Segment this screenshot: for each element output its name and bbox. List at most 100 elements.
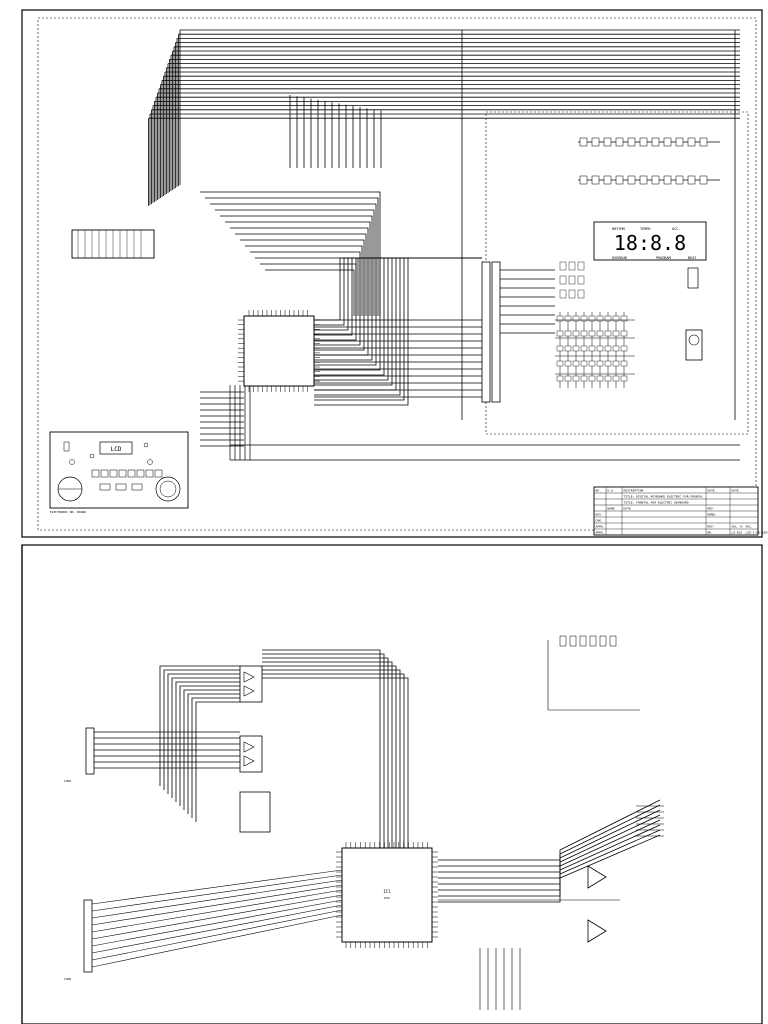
wire (262, 677, 409, 848)
resistor (589, 635, 597, 647)
wire (255, 257, 359, 316)
title-cell: REF: (708, 525, 715, 529)
wire (167, 673, 240, 794)
title-cell: NONE: (708, 513, 717, 517)
opamp-symbol (243, 685, 255, 697)
wire (265, 269, 355, 316)
wire (91, 899, 343, 947)
wire (262, 653, 385, 848)
wire (91, 874, 343, 912)
panel-key (91, 469, 100, 478)
switch (580, 345, 588, 352)
switch (596, 345, 604, 352)
switch (577, 289, 585, 299)
switch (564, 330, 572, 337)
switch (559, 289, 567, 299)
switch (564, 315, 572, 322)
wire (200, 191, 381, 316)
title-cell: APRO. (596, 531, 605, 535)
led (663, 137, 672, 147)
led (639, 175, 648, 185)
wire (225, 221, 371, 316)
switch (577, 275, 585, 285)
wire (438, 809, 661, 873)
panel-key (115, 483, 127, 491)
wire (215, 209, 375, 316)
wire (314, 257, 482, 346)
wire (438, 819, 661, 885)
sheet-2-wires (91, 640, 664, 1010)
opamp-symbol (243, 755, 255, 767)
led-rows (578, 137, 720, 185)
wire (220, 215, 373, 316)
small-ic (239, 791, 271, 833)
switch (612, 375, 620, 382)
panel-key (118, 469, 127, 478)
switch (572, 375, 580, 382)
panel-key (154, 469, 163, 478)
wire (262, 665, 397, 848)
title-cell: LZS-1-06-3207.01 (746, 531, 768, 535)
wire (262, 657, 389, 848)
lcd-caption: ELECTRONIC NO. BOARD (50, 510, 86, 514)
wire (260, 263, 357, 316)
title-cell: NO. (708, 531, 714, 535)
switch (596, 360, 604, 367)
switch (596, 315, 604, 322)
switch (588, 375, 596, 382)
connector-1: CON1 (64, 727, 95, 783)
wire (314, 257, 482, 371)
wire (91, 889, 343, 933)
output-opamp (587, 865, 607, 889)
switch (612, 360, 620, 367)
title-cell: D.A (608, 489, 614, 493)
title-cell: DES. (596, 513, 603, 517)
resistor (609, 635, 617, 647)
wire (314, 257, 482, 366)
title-cell: VOL. (746, 525, 753, 529)
title-cell: NO. (596, 489, 602, 493)
wire (438, 814, 661, 879)
switch (556, 375, 564, 382)
wire (91, 894, 343, 940)
opamp-symbol (243, 741, 255, 753)
switch (580, 360, 588, 367)
display-label-tempo: TEMPO (640, 227, 651, 231)
wire (314, 257, 482, 321)
panel-key (145, 469, 154, 478)
display-label-beat: BEAT (688, 256, 697, 260)
connector-2-label: CON2 (64, 977, 71, 981)
wire (438, 799, 661, 861)
resistor (569, 635, 577, 647)
wire (314, 257, 482, 336)
wire (314, 257, 482, 351)
opamp-symbol (243, 671, 255, 683)
switch (620, 315, 628, 322)
wire (314, 257, 482, 386)
output-amps (559, 635, 617, 943)
wire (230, 227, 369, 316)
wire (314, 257, 482, 396)
led (675, 137, 684, 147)
title-cell: VOL. N (732, 525, 743, 529)
wire (91, 884, 343, 926)
wire (91, 879, 343, 919)
led (651, 137, 660, 147)
switch (604, 330, 612, 337)
switch (568, 289, 576, 299)
output-opamp (587, 919, 607, 943)
opamp-ic (239, 665, 263, 703)
switch (588, 345, 596, 352)
top-bus-lines (148, 29, 740, 461)
wire (91, 914, 343, 968)
display-label-overdub: OVERDUB (612, 256, 627, 260)
led (699, 137, 708, 147)
led (687, 137, 696, 147)
led (615, 175, 624, 185)
switch (572, 330, 580, 337)
switch (580, 330, 588, 337)
wire (91, 869, 343, 905)
switch (564, 345, 572, 352)
led (639, 137, 648, 147)
switch (620, 360, 628, 367)
